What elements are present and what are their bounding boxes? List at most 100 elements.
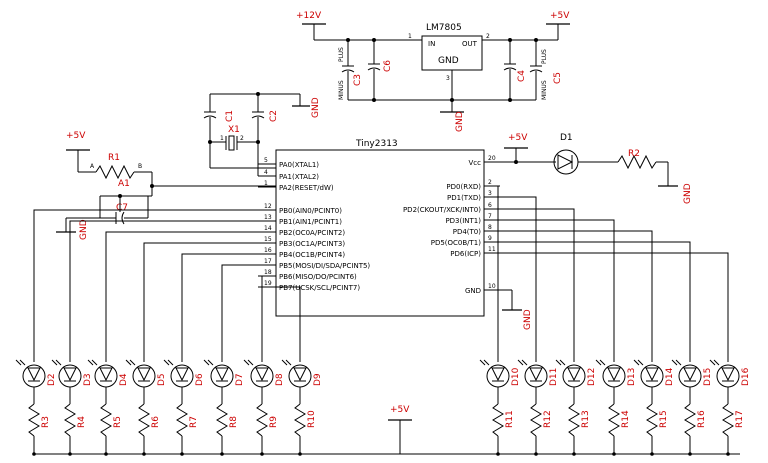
chip-pin-num-14: 14 [264,225,272,232]
led-label-d2: D2 [47,373,57,386]
v12-label: +12V [296,11,322,21]
res-label-r3: R3 [41,416,51,428]
chip-pin-label-10: GND [465,287,481,295]
led-label-d15: D15 [703,368,713,386]
chip-pin-label-19: PB7(UCSK/SCL/PCINT7) [279,284,360,292]
chip-pin-num-16: 16 [264,247,272,254]
chip-pin-num-7: 7 [488,213,492,220]
svg-text:1: 1 [408,33,412,40]
res-label-r5: R5 [113,416,123,428]
svg-text:PLUS: PLUS [338,47,345,62]
svg-text:B: B [138,163,142,170]
res-label-r10: R10 [307,410,317,428]
svg-text:R2: R2 [628,149,640,159]
led-label-d14: D14 [665,367,675,386]
chip-pin-label-7: PD3(INT1) [445,217,481,225]
chip-pin-label-6: PD2(CKOUT/XCK/INT0) [403,206,481,214]
res-label-r11: R11 [505,410,515,428]
chip-pin-label-17: PB5(MOSI/DI/SDA/PCINT5) [279,262,370,270]
chip-pin-num-1: 1 [264,180,268,187]
res-label-r14: R14 [621,410,631,428]
svg-text:GND: GND [438,56,459,66]
svg-text:GND: GND [79,219,89,240]
v5-label-reset: +5V [66,131,86,141]
res-label-r7: R7 [189,416,199,428]
chip-pin-label-1: PA2(RESET/dW) [279,184,334,192]
status-led-section: +5V D1 R2 GND [484,133,693,204]
res-label-r4: R4 [77,416,87,428]
res-label-r12: R12 [543,410,553,428]
led-label-d16: D16 [741,367,751,386]
svg-text:1: 1 [220,135,224,142]
chip-pin-label-5: PA0(XTAL1) [279,161,319,169]
chip-pin-num-6: 6 [488,202,492,209]
chip-pin-num-5: 5 [264,157,268,164]
svg-text:MINUS: MINUS [541,80,548,100]
chip-pin-label-4: PA1(XTAL2) [279,173,319,181]
chip-pin-num-8: 8 [488,224,492,231]
chip-pin-label-15: PB3(OC1A/PCINT3) [279,240,345,248]
res-label-r8: R8 [229,416,239,428]
chip-name: Tiny2313 [355,139,398,149]
led-label-d12: D12 [587,368,597,386]
v5-label-vcc: +5V [508,133,528,143]
svg-text:X1: X1 [228,125,240,135]
svg-text:GND: GND [311,97,321,118]
chip-pin-label-18: PB6(MISO/DO/PCINT6) [279,273,357,281]
svg-text:C6: C6 [383,60,393,72]
svg-text:3: 3 [446,75,450,82]
led-label-d9: D9 [313,373,323,386]
chip-pin-num-20: 20 [488,155,496,162]
svg-text:C2: C2 [269,110,279,122]
chip-pin-label-11: PD6(ICP) [450,250,481,258]
svg-text:2: 2 [486,33,490,40]
res-label-r9: R9 [269,416,279,428]
chip-pin-num-13: 13 [264,214,272,221]
svg-text:C3: C3 [353,74,363,86]
chip-pin-num-3: 3 [488,190,492,197]
svg-text:GND: GND [523,309,533,330]
crystal-section: GND C1 C2 X1 1 2 [203,92,321,177]
chip-pin-num-9: 9 [488,235,492,242]
svg-text:IN: IN [428,40,435,48]
chip-pin-label-20: Vcc [469,159,482,167]
svg-text:GND: GND [455,111,465,132]
v5-label-bottom: +5V [390,405,410,415]
chip-pin-num-11: 11 [488,246,496,253]
svg-text:C5: C5 [553,72,563,84]
chip-pin-label-2: PD0(RXD) [446,183,481,191]
d1-label: D1 [560,133,573,143]
res-label-r6: R6 [151,416,161,428]
chip-pin-num-17: 17 [264,258,272,265]
chip-pin-label-12: PB0(AIN0/PCINT0) [279,207,342,215]
led-label-d13: D13 [627,368,637,386]
regulator-name: LM7805 [426,23,462,33]
svg-text:C1: C1 [225,110,235,122]
chip-pin-num-4: 4 [264,169,268,176]
reset-section: +5V R1 A B A1 C7 GND [56,131,276,240]
led-label-d5: D5 [157,373,167,386]
chip-pin-num-15: 15 [264,236,272,243]
led-label-d3: D3 [83,373,93,386]
chip-pin-label-9: PD5(OC0B/T1) [431,239,482,247]
chip-pin-label-14: PB2(OC0A/PCINT2) [279,229,345,237]
res-label-r16: R16 [697,410,707,428]
led-label-d8: D8 [275,373,285,386]
svg-text:2: 2 [240,135,244,142]
power-supply: +12V LM7805 IN OUT GND 1 2 3 +5V PLUS MI… [296,11,570,132]
svg-text:A: A [90,163,95,170]
svg-text:PLUS: PLUS [541,49,548,64]
chip-pin-num-10: 10 [488,283,496,290]
chip-pin-label-16: PB4(OC1B/PCINT4) [279,251,345,259]
